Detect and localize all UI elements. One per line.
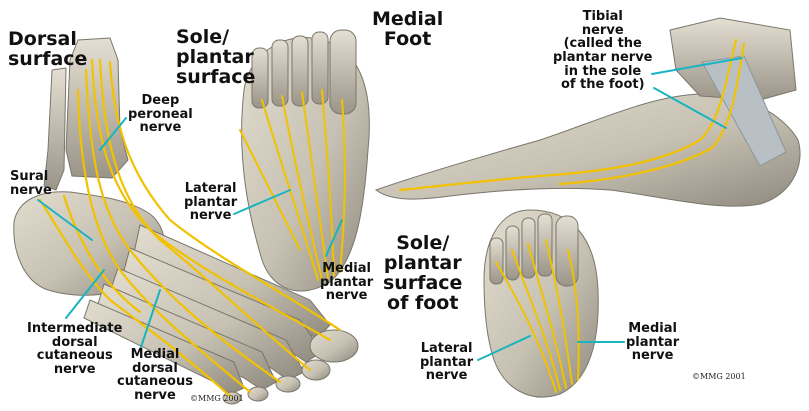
tibial-nerve-label: Tibial nerve (called the plantar nerve i…	[553, 10, 653, 92]
sole-plantar-surface-of-foot-title: Sole/ plantar surface of foot	[383, 234, 462, 314]
intermediate-dorsal-cutaneous-nerve-label: Intermediate dorsal cutaneous nerve	[27, 322, 122, 377]
sole-plantar-surface-title: Sole/ plantar surface	[176, 28, 255, 88]
medial-foot-title: Medial Foot	[372, 10, 443, 50]
sole-medial-plantar-nerve-label: Medial plantar nerve	[626, 322, 679, 363]
sural-nerve-label: Sural nerve	[10, 170, 52, 197]
lateral-plantar-nerve-label: Lateral plantar nerve	[184, 182, 237, 223]
medial-plantar-nerve-label: Medial plantar nerve	[320, 262, 373, 303]
sole-of-foot-illustration	[484, 210, 598, 397]
sole-foot-illustration	[240, 30, 369, 291]
copyright-left: ©MMG 2001	[190, 394, 244, 403]
deep-peroneal-nerve-label: Deep peroneal nerve	[128, 94, 193, 135]
medial-dorsal-cutaneous-nerve-label: Medial dorsal cutaneous nerve	[117, 348, 193, 403]
sole-lateral-plantar-nerve-label: Lateral plantar nerve	[420, 342, 473, 383]
dorsal-surface-title: Dorsal surface	[8, 30, 87, 70]
copyright-right: ©MMG 2001	[692, 372, 746, 381]
